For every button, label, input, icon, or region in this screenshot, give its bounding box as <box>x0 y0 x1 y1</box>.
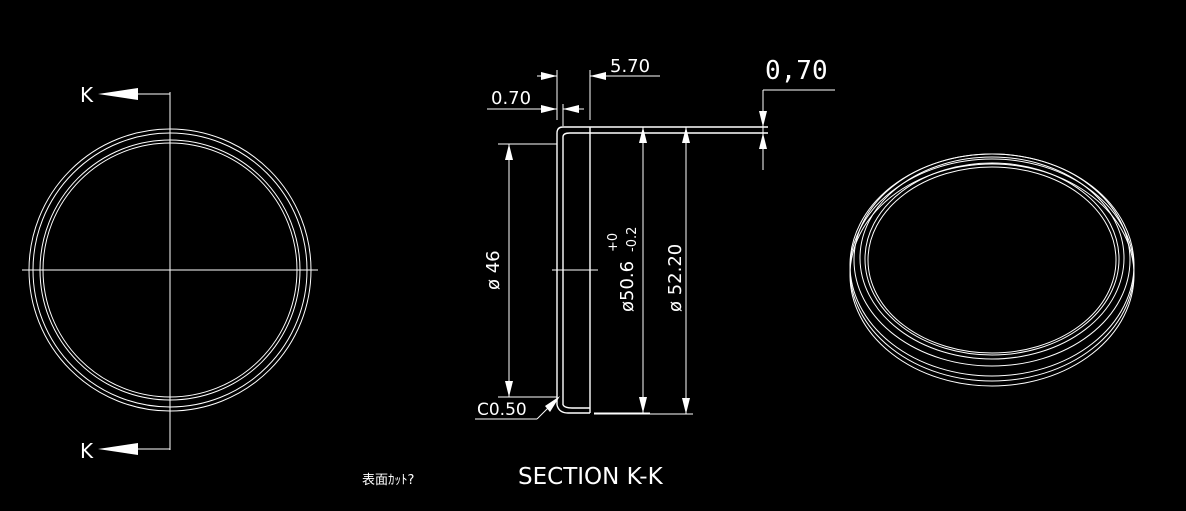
section-arrow-top-head <box>98 88 138 100</box>
dim-flange-arrow-bottom <box>759 133 767 149</box>
dim-flange-thickness: 0,70 <box>765 56 828 86</box>
dim-mid-diameter-base: ø50.6 <box>617 261 638 312</box>
iso-outer-ellipse-1 <box>849 153 1135 377</box>
dim-570-arrow-left <box>541 72 557 80</box>
dim-inner-diameter: ø 46 <box>483 250 504 290</box>
iso-inner-ellipse-3 <box>867 166 1117 354</box>
wall-inner-fillet <box>562 132 571 138</box>
iso-outer-ellipse-2 <box>849 158 1135 382</box>
dim-mid-diameter-tol-lower: -0.2 <box>625 227 640 252</box>
isometric-view <box>849 153 1135 387</box>
bottom-inner-curve <box>562 404 590 409</box>
front-view: K K <box>22 83 318 463</box>
section-mark-bottom: K <box>80 439 94 463</box>
iso-rim-ellipse <box>853 153 1131 367</box>
dim-570-arrow-right <box>590 72 606 80</box>
dim-46-arrow-top <box>505 144 513 160</box>
dim-506-arrow-bottom <box>639 397 647 413</box>
section-title: SECTION K-K <box>518 464 664 490</box>
section-mark-top: K <box>80 83 94 107</box>
dim-mid-diameter-tol-upper: +0 <box>606 233 621 252</box>
chamfer-arrow <box>545 396 560 412</box>
dim-070-arrow-left <box>541 105 557 113</box>
dim-top-width: 5.70 <box>610 56 650 77</box>
chamfer-note: C0.50 <box>477 400 527 420</box>
iso-outer-ellipse-3 <box>849 163 1135 387</box>
dim-flange-arrow-top <box>759 111 767 127</box>
wall-top-fillet <box>556 126 564 134</box>
surface-note: 表面ｶｯﾄ? <box>362 473 414 488</box>
dim-wall-thickness: 0.70 <box>491 88 531 109</box>
dim-outer-diameter: ø 52.20 <box>665 244 686 312</box>
dim-506-arrow-top <box>639 127 647 143</box>
iso-inner-ellipse-1 <box>859 156 1125 360</box>
iso-inner-ellipse-2 <box>864 162 1120 356</box>
dim-070-arrow-right <box>563 105 579 113</box>
section-arrow-bottom-head <box>98 443 138 455</box>
dim-46-arrow-bottom <box>505 381 513 397</box>
dim-522-arrow-bottom <box>682 398 690 414</box>
dim-522-arrow-top <box>682 127 690 143</box>
section-view: 5.70 0.70 0,70 ø 46 ø50.6 +0 -0.2 <box>362 56 835 490</box>
bottom-outer-curve <box>556 404 590 414</box>
